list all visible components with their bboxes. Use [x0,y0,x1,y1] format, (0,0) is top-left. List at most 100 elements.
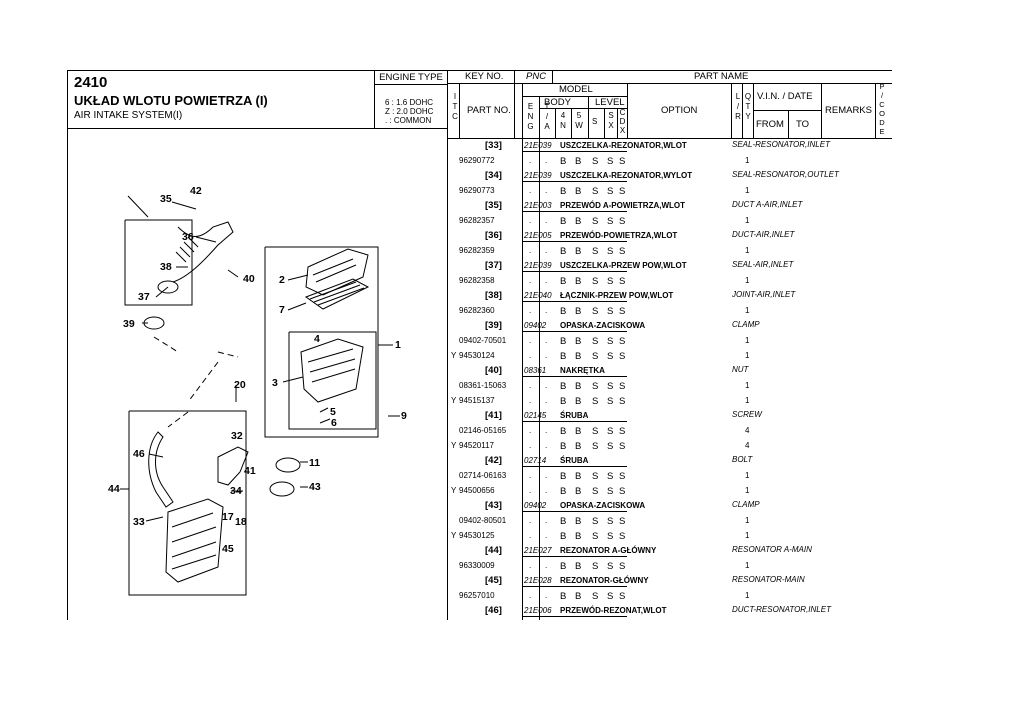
part-name-pl: USZCZELKA-REZONATOR,WYLOT [560,171,693,180]
level-cdx-cell: S [619,246,626,257]
pnc-cell: 21E039 [524,261,552,270]
callout-label: 32 [231,430,243,442]
ta-cell: . [545,426,548,435]
col-pnc: PNC [526,71,547,82]
body-5w-cell: B [575,156,582,167]
key-no-cell: [42] [485,455,502,466]
exploded-diagram: 42 35 36 38 40 37 39 2 7 1 4 3 20 5 6 9 … [67,127,448,620]
key-no-cell: [39] [485,320,502,331]
eng-cell: . [529,471,532,480]
pnc-cell: 09402 [524,501,547,510]
body-4n-cell: B [560,516,567,527]
qty-cell: 4 [745,441,750,450]
part-name-pl: OPASKA-ZACISKOWA [560,321,646,330]
level-sx-cell: S [607,381,614,392]
ta-cell: . [545,516,548,525]
callout-label: 1 [395,339,401,351]
eng-cell: . [529,276,532,285]
qty-cell: 1 [745,531,750,540]
page-subtitle: AIR INTAKE SYSTEM(I) [74,110,183,121]
level-s-cell: S [592,561,599,572]
row-rule [522,181,627,182]
level-cdx-cell: S [619,396,626,407]
key-no-cell: [34] [485,170,502,181]
pnc-cell: 08361 [524,366,547,375]
pnc-cell: 09402 [524,321,547,330]
level-cdx-cell: S [619,441,626,452]
eng-cell: . [529,246,532,255]
key-no-cell: [45] [485,575,502,586]
engine-type-label: ENGINE TYPE [375,71,447,85]
body-4n-cell: B [560,471,567,482]
group-frame-44 [128,410,247,596]
body-5w-cell: B [575,471,582,482]
ta-cell: . [545,396,548,405]
callout-label: 40 [243,273,255,285]
itc-cell: Y [451,396,457,405]
level-sx-cell: S [607,246,614,257]
group-frame-3 [288,331,377,430]
callout-label: 3 [272,377,278,389]
eng-cell: . [529,156,532,165]
part-no-cell: 94520117 [459,441,494,450]
qty-cell: 1 [745,516,750,525]
engine-line: Z : 2.0 DOHC [385,107,434,116]
eng-cell: . [529,186,532,195]
part-name-en: SEAL-RESONATOR,OUTLET [732,170,839,179]
col-from: FROM [756,119,784,130]
body-4n-cell: B [560,351,567,362]
part-name-pl: NAKRĘTKA [560,366,605,375]
level-s-cell: S [592,531,599,542]
callout-label: 17 [222,511,234,523]
col-vin-date: V.I.N. / DATE [757,91,813,102]
callout-label: 20 [234,379,246,391]
key-no-cell: [40] [485,365,502,376]
level-cdx-cell: S [619,471,626,482]
duct-32 [217,446,249,486]
filter-shape [304,278,370,310]
part-no-cell: 09402-80501 [459,516,507,525]
key-no-cell: [38] [485,290,502,301]
level-sx-cell: S [607,156,614,167]
col-to: TO [796,119,810,130]
ta-cell: . [545,351,548,360]
level-cdx-cell: S [619,276,626,287]
key-no-cell: [43] [485,500,502,511]
level-sx-cell: S [607,216,614,227]
pnc-cell: 21E039 [524,171,552,180]
qty-cell: 1 [745,591,750,600]
part-name-en: BOLT [732,455,753,464]
col-ta: T/A [544,102,550,131]
eng-cell: . [529,426,532,435]
cover-shape [305,248,369,296]
qty-cell: 1 [745,186,750,195]
body-5w-cell: B [575,441,582,452]
level-sx-cell: S [607,336,614,347]
eng-cell: . [529,441,532,450]
part-name-pl: PRZEWÓD-POWIETRZA,WLOT [560,231,678,240]
callout-label: 4 [314,333,320,345]
body-5w-cell: B [575,426,582,437]
part-no-cell: 96330009 [459,561,495,570]
part-no-cell: 02146-05165 [459,426,507,435]
level-s-cell: S [592,486,599,497]
engine-type-box: ENGINE TYPE 6 : 1.6 DOHC Z : 2.0 DOHC . … [374,70,448,129]
key-no-cell: [33] [485,140,502,151]
part-no-cell: 96282358 [459,276,495,285]
part-name-en: CLAMP [732,320,760,329]
pnc-cell: 21E040 [524,291,552,300]
part-name-pl: ŁĄCZNIK-PRZEW POW,WLOT [560,291,674,300]
part-name-en: JOINT-AIR,INLET [732,290,796,299]
row-rule [522,466,627,467]
col-part-name: PART NAME [694,71,749,82]
qty-cell: 1 [745,306,750,315]
qty-cell: 1 [745,246,750,255]
level-cdx-cell: S [619,381,626,392]
pnc-cell: 21E039 [524,141,552,150]
level-cdx-cell: S [619,486,626,497]
key-no-cell: [41] [485,410,502,421]
level-s-cell: S [592,426,599,437]
ta-cell: . [545,441,548,450]
